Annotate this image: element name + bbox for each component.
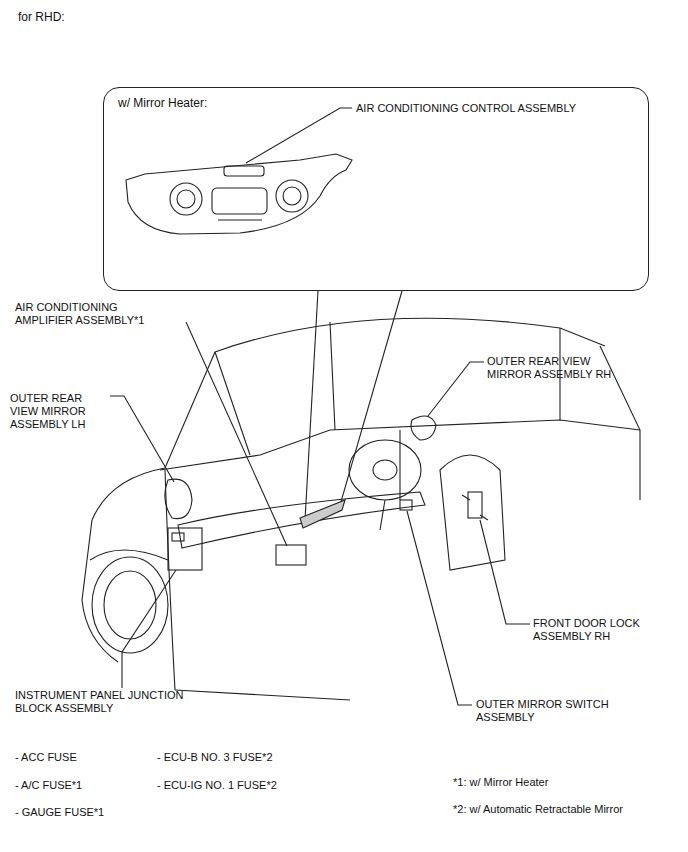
fuse-name: - GAUGE FUSE*1 xyxy=(15,806,104,819)
part-name: AIR CONDITIONING CONTROL ASSEMBLY xyxy=(356,102,576,115)
diagram-title: for RHD: xyxy=(18,11,65,24)
part-name: INSTRUMENT PANEL JUNCTION BLOCK ASSEMBLY xyxy=(15,689,215,715)
footnote: *2: w/ Automatic Retractable Mirror xyxy=(453,803,623,816)
part-name: OUTER REAR VIEW MIRROR ASSEMBLY RH xyxy=(487,355,627,381)
fuse-name: - ACC FUSE xyxy=(15,751,77,764)
fuse-name: - ECU-B NO. 3 FUSE*2 xyxy=(157,751,273,764)
part-name: FRONT DOOR LOCK ASSEMBLY RH xyxy=(533,617,651,643)
fuse-name: - A/C FUSE*1 xyxy=(15,779,82,792)
footnote: *1: w/ Mirror Heater xyxy=(453,776,548,789)
callout-heading: w/ Mirror Heater: xyxy=(118,97,207,110)
callout-box: w/ Mirror Heater: AIR CONDITIONING CONTRO… xyxy=(103,87,649,291)
fuse-name: - ECU-IG NO. 1 FUSE*2 xyxy=(157,779,277,792)
part-name: OUTER REAR VIEW MIRROR ASSEMBLY LH xyxy=(10,392,106,431)
part-name: OUTER MIRROR SWITCH ASSEMBLY xyxy=(476,698,626,724)
part-name: AIR CONDITIONING AMPLIFIER ASSEMBLY*1 xyxy=(15,301,175,327)
